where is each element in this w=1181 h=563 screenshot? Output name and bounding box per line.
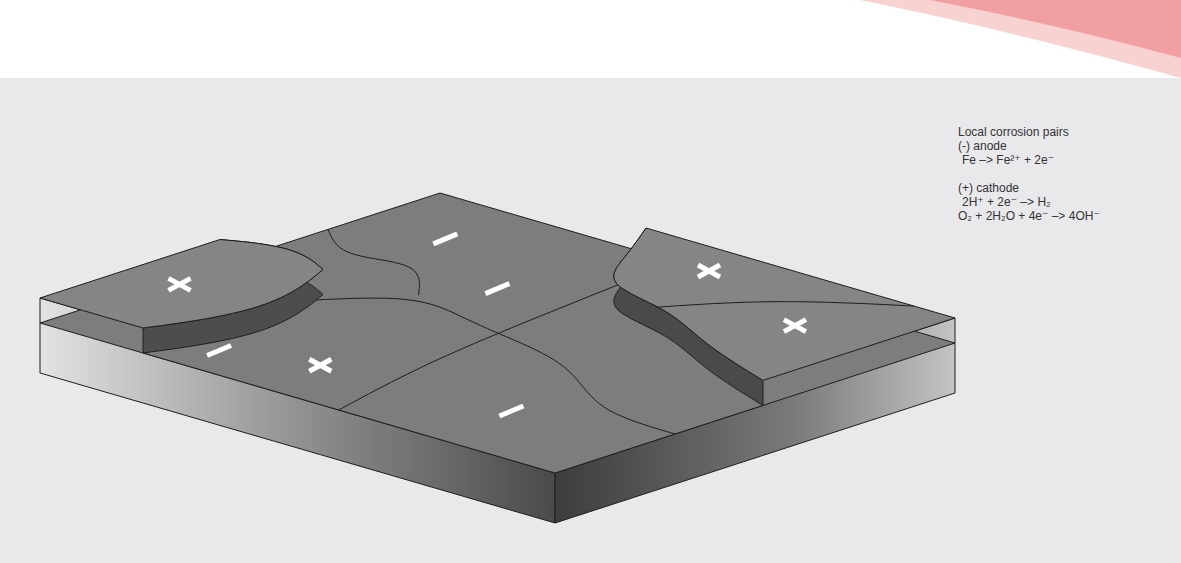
anode-mark	[698, 265, 720, 277]
cathode-mark	[433, 234, 457, 244]
lower-surface	[40, 193, 955, 473]
anode-mark	[784, 320, 806, 332]
raised-grain	[614, 228, 955, 380]
cathode-mark	[499, 406, 523, 416]
grain-boundary	[339, 282, 626, 410]
grain-boundary	[498, 333, 676, 434]
legend-text: (+) cathode	[958, 181, 1019, 195]
legend-text: Fe –> Fe²⁺ + 2e⁻	[962, 153, 1054, 167]
legend-text: 2H⁺ + 2e⁻ –> H₂	[962, 195, 1051, 209]
grain-boundary	[316, 298, 497, 333]
legend-text: Local corrosion pairs	[958, 125, 1069, 139]
anode-mark	[309, 359, 331, 371]
anode-mark	[169, 278, 191, 290]
background-panel	[0, 78, 1181, 563]
cathode-mark	[485, 284, 509, 294]
legend-text: O₂ + 2H₂O + 4e⁻ –> 4OH⁻	[958, 209, 1100, 223]
grain-boundary	[656, 302, 914, 308]
metal-block	[40, 193, 955, 523]
legend-text: (-) anode	[958, 139, 1007, 153]
anode-mark	[309, 359, 331, 371]
anode-mark	[784, 320, 806, 332]
grain-boundary	[328, 229, 420, 295]
watermark-shape	[930, 0, 1181, 58]
anode-mark	[698, 265, 720, 277]
anode-mark	[169, 278, 191, 290]
watermark-shape	[860, 0, 1181, 78]
cathode-mark	[207, 346, 231, 356]
raised-grain	[40, 240, 323, 329]
